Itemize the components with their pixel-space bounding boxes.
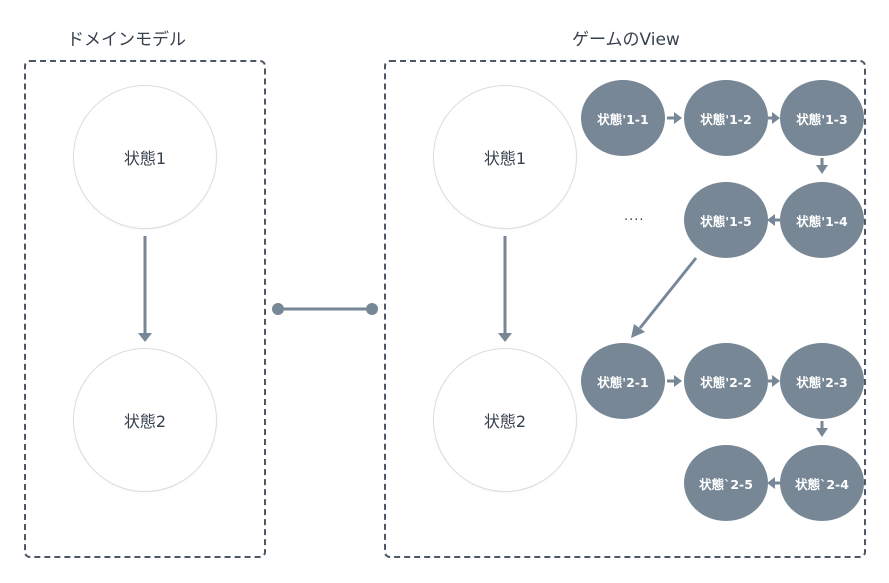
domain-model-panel (24, 60, 266, 558)
node-1-2: 状態'1-2 (684, 80, 768, 156)
arrowhead-2-1-to-2-2-icon (674, 375, 682, 387)
node-2-2-label: 状態'2-2 (700, 374, 752, 390)
view-state-1: 状態1 (433, 85, 577, 229)
node-1-1-label: 状態'1-1 (597, 111, 649, 127)
node-1-3: 状態'1-3 (780, 80, 864, 156)
node-1-4-label: 状態'1-4 (796, 213, 848, 229)
arrowhead-1-3-to-1-4-icon (816, 165, 828, 174)
node-1-4: 状態'1-4 (780, 182, 864, 258)
panel-link-endpoint-right (366, 303, 378, 315)
arrowhead-1-4-to-1-5-icon (767, 214, 775, 226)
node-2-4-label: 状態`2-4 (795, 476, 849, 492)
arrowhead-1-1-to-1-2-icon (674, 112, 682, 124)
node-1-5-label: 状態'1-5 (700, 213, 752, 229)
node-2-5-label: 状態`2-5 (699, 476, 753, 492)
node-2-2: 状態'2-2 (684, 343, 768, 419)
ellipsis-text: .... (624, 209, 645, 224)
node-1-3-label: 状態'1-3 (796, 111, 848, 127)
domain-model-title: ドメインモデル (67, 30, 186, 50)
view-state-2-label: 状態2 (483, 412, 527, 431)
arrowhead-2-4-to-2-5-icon (767, 477, 775, 489)
node-2-5: 状態`2-5 (684, 445, 768, 521)
domain-state-2-label: 状態2 (123, 412, 167, 431)
view-arrowhead-icon (498, 333, 512, 342)
domain-state-1: 状態1 (73, 85, 217, 229)
domain-arrowhead-icon (138, 333, 152, 342)
node-2-4: 状態`2-4 (780, 445, 864, 521)
node-2-1: 状態'2-1 (581, 343, 665, 419)
domain-state-1-label: 状態1 (123, 149, 167, 168)
game-view-title: ゲームのView (572, 30, 680, 50)
node-2-3-label: 状態'2-3 (796, 374, 848, 390)
arrowhead-2-3-to-2-4-icon (816, 428, 828, 437)
arrow-1-5-to-2-1 (638, 257, 698, 329)
node-1-2-label: 状態'1-2 (700, 111, 752, 127)
view-state-2: 状態2 (433, 348, 577, 492)
arrowhead-2-2-to-2-3-icon (772, 375, 780, 387)
node-2-1-label: 状態'2-1 (597, 374, 649, 390)
node-1-5: 状態'1-5 (684, 182, 768, 258)
view-state-1-label: 状態1 (483, 149, 527, 168)
node-2-3: 状態'2-3 (780, 343, 864, 419)
game-view-panel (384, 60, 866, 558)
panel-link-endpoint-left (272, 303, 284, 315)
arrowhead-1-2-to-1-3-icon (772, 112, 780, 124)
arrowhead-1-5-to-2-1-icon (631, 324, 645, 338)
domain-state-2: 状態2 (73, 348, 217, 492)
node-1-1: 状態'1-1 (581, 80, 665, 156)
